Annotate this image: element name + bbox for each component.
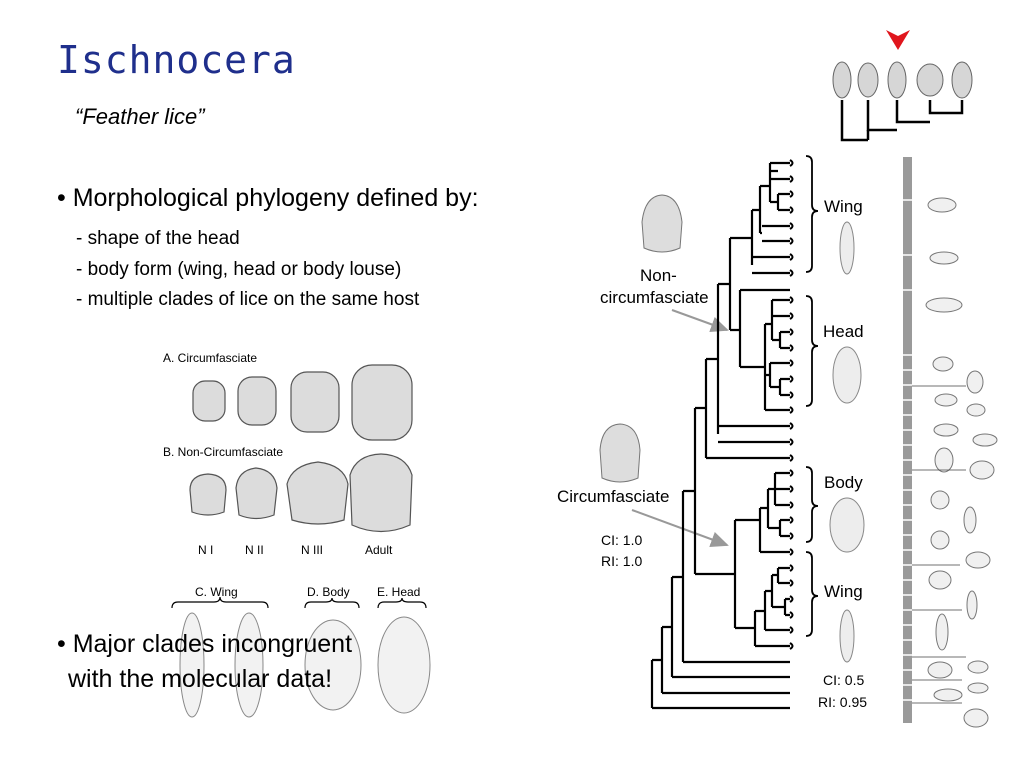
phylogenetic-tree	[650, 161, 790, 710]
clade-wing-1: Wing	[824, 197, 863, 216]
stage-label-n3: N III	[301, 543, 324, 557]
host-ticks	[903, 199, 912, 701]
bullet-incongruent-cont: with the molecular data!	[68, 665, 333, 693]
ci-left: CI: 1.0	[601, 532, 643, 548]
clade-brackets	[805, 155, 819, 637]
label-non: Non-	[640, 266, 677, 285]
subpoint-multiple-clades: - multiple clades of lice on the same ho…	[76, 289, 420, 310]
leaf-tips	[789, 159, 794, 650]
subpoint-body-form: - body form (wing, head or body louse)	[76, 259, 402, 280]
circumfasciate-heads	[192, 364, 413, 441]
bird-host-icons	[925, 197, 998, 728]
ri-right: RI: 0.95	[818, 694, 868, 710]
bullet-incongruent: • Major clades incongruent	[57, 630, 353, 658]
clade-head: Head	[823, 322, 864, 341]
subpoint-head-shape: - shape of the head	[76, 228, 240, 249]
bullet-morphological: • Morphological phylogeny defined by:	[57, 184, 479, 212]
page-title: Ischnocera	[57, 38, 296, 82]
louse-body-drawings	[179, 612, 431, 718]
stage-label-n1: N I	[198, 543, 214, 557]
subtitle: “Feather lice”	[75, 104, 205, 129]
stage-label-n2: N II	[245, 543, 264, 557]
host-bar	[903, 157, 912, 723]
label-non-circumfasciate: circumfasciate	[600, 288, 709, 307]
tree-head-icons	[599, 194, 683, 483]
host-connectors	[912, 385, 966, 704]
figure-label-d: D. Body	[307, 585, 350, 599]
clade-louse-icons	[829, 221, 865, 663]
mini-tree	[840, 100, 964, 142]
clade-wing-2: Wing	[824, 582, 863, 601]
label-circumfasciate: Circumfasciate	[557, 487, 670, 506]
red-arrow-icon	[886, 30, 910, 50]
non-circumfasciate-heads	[189, 453, 413, 533]
ri-left: RI: 1.0	[601, 553, 643, 569]
figure-label-c: C. Wing	[195, 585, 238, 599]
figure-braces	[171, 596, 427, 609]
louse-icons-top	[832, 61, 973, 99]
figure-label-e: E. Head	[377, 585, 421, 599]
arrow-circumfasciate	[631, 509, 729, 547]
stage-label-adult: Adult	[365, 543, 393, 557]
figure-label-a: A. Circumfasciate	[163, 351, 258, 365]
figure-label-b: B. Non-Circumfasciate	[163, 445, 284, 459]
clade-body: Body	[824, 473, 863, 492]
ci-right: CI: 0.5	[823, 672, 865, 688]
